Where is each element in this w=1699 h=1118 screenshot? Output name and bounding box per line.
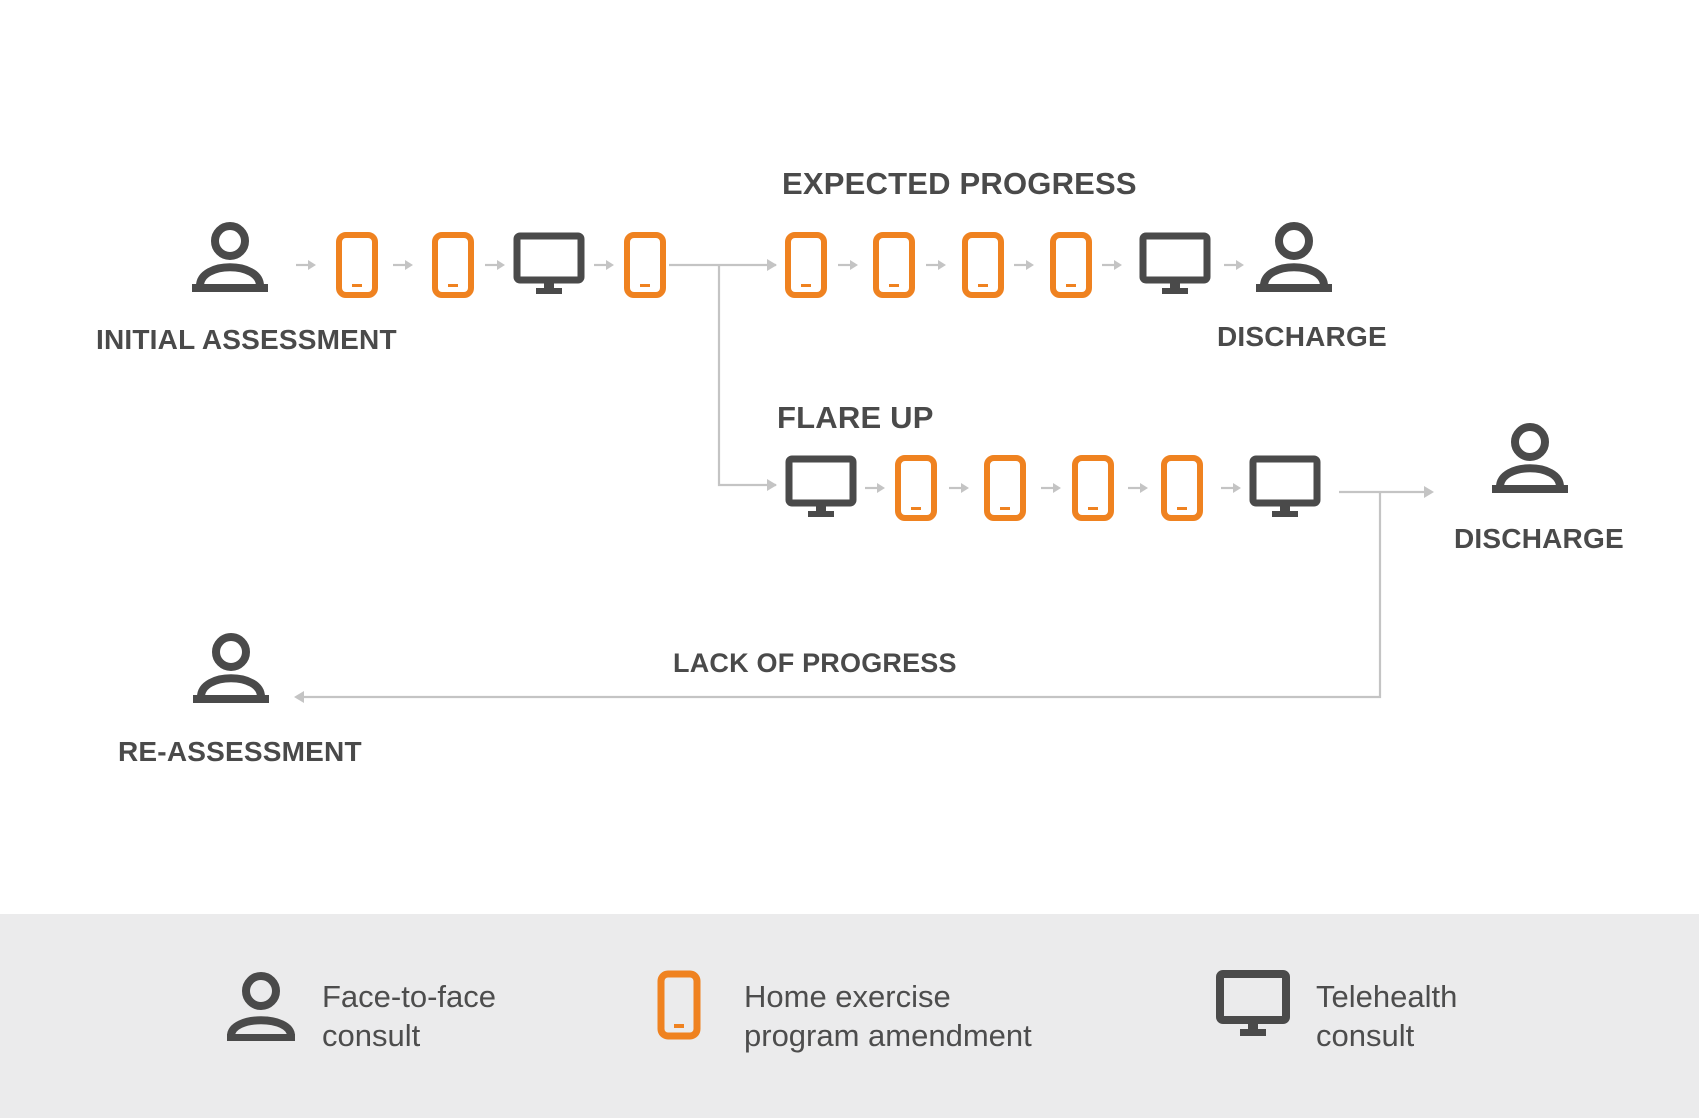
discharge-flare-label: DISCHARGE xyxy=(1454,523,1624,554)
flow-arrow xyxy=(838,260,858,270)
phone-icon xyxy=(432,232,474,298)
branch-line-flare xyxy=(717,265,776,487)
monitor-icon xyxy=(1139,232,1211,294)
flow-arrow xyxy=(296,260,316,270)
icons xyxy=(192,222,1568,703)
arrow-head xyxy=(767,479,777,491)
phone-icon xyxy=(785,232,827,298)
legend-item-telehealth: Telehealth consult xyxy=(1216,969,1536,1069)
monitor-icon xyxy=(513,232,585,294)
legend-label-line1: Face-to-face xyxy=(322,979,497,1014)
flow-arrow xyxy=(865,483,885,493)
legend-label-line2: program amendment xyxy=(744,1018,1032,1053)
person-icon xyxy=(1256,222,1332,292)
flow-arrow xyxy=(393,260,413,270)
flow-arrow xyxy=(594,260,614,270)
legend-item-home-exercise: Home exercise program amendment xyxy=(656,969,1096,1069)
phone-icon xyxy=(624,232,666,298)
flow-arrow xyxy=(485,260,505,270)
phone-icon xyxy=(1161,455,1203,521)
flow-arrow xyxy=(1128,483,1148,493)
person-icon xyxy=(1492,423,1568,493)
legend-label-line2: consult xyxy=(1316,1018,1415,1053)
legend-item-face-to-face: Face-to-face consult xyxy=(226,969,546,1069)
flow-arrow xyxy=(949,483,969,493)
legend-label-line1: Telehealth xyxy=(1316,979,1458,1014)
legend-label-line1: Home exercise xyxy=(744,979,951,1014)
person-icon xyxy=(193,633,269,703)
initial-assessment-label: INITIAL ASSESSMENT xyxy=(96,324,397,355)
re-assessment-label: RE-ASSESSMENT xyxy=(118,736,362,767)
flow-arrow xyxy=(1102,260,1122,270)
phone-icon xyxy=(657,970,701,1040)
phone-icon xyxy=(1072,455,1114,521)
flow-arrow xyxy=(1014,260,1034,270)
person-icon xyxy=(192,222,268,292)
flow-arrow xyxy=(1041,483,1061,493)
flow-arrow xyxy=(1224,260,1244,270)
arrow-head xyxy=(294,691,304,703)
flow-diagram xyxy=(192,222,1568,703)
discharge-expected-label: DISCHARGE xyxy=(1217,321,1387,352)
flow-arrow xyxy=(926,260,946,270)
phone-icon xyxy=(873,232,915,298)
phone-icon xyxy=(895,455,937,521)
phone-icon xyxy=(962,232,1004,298)
lack-of-progress-label: LACK OF PROGRESS xyxy=(673,648,957,678)
legend-label-line2: consult xyxy=(322,1018,421,1053)
phone-icon xyxy=(984,455,1026,521)
line-lack-of-progress xyxy=(298,492,1382,699)
expected-progress-label: EXPECTED PROGRESS xyxy=(782,166,1137,201)
arrow-head xyxy=(1424,486,1434,498)
phone-icon xyxy=(1050,232,1092,298)
monitor-icon xyxy=(1249,455,1321,517)
monitor-icon xyxy=(785,455,857,517)
connectors xyxy=(294,259,1434,703)
legend: Face-to-face consult Home exercise progr… xyxy=(0,914,1699,1118)
arrow-head xyxy=(767,259,777,271)
monitor-icon xyxy=(1216,970,1290,1036)
phone-icon xyxy=(336,232,378,298)
flare-up-label: FLARE UP xyxy=(777,400,934,435)
person-icon xyxy=(227,972,295,1041)
flow-arrow xyxy=(1221,483,1241,493)
